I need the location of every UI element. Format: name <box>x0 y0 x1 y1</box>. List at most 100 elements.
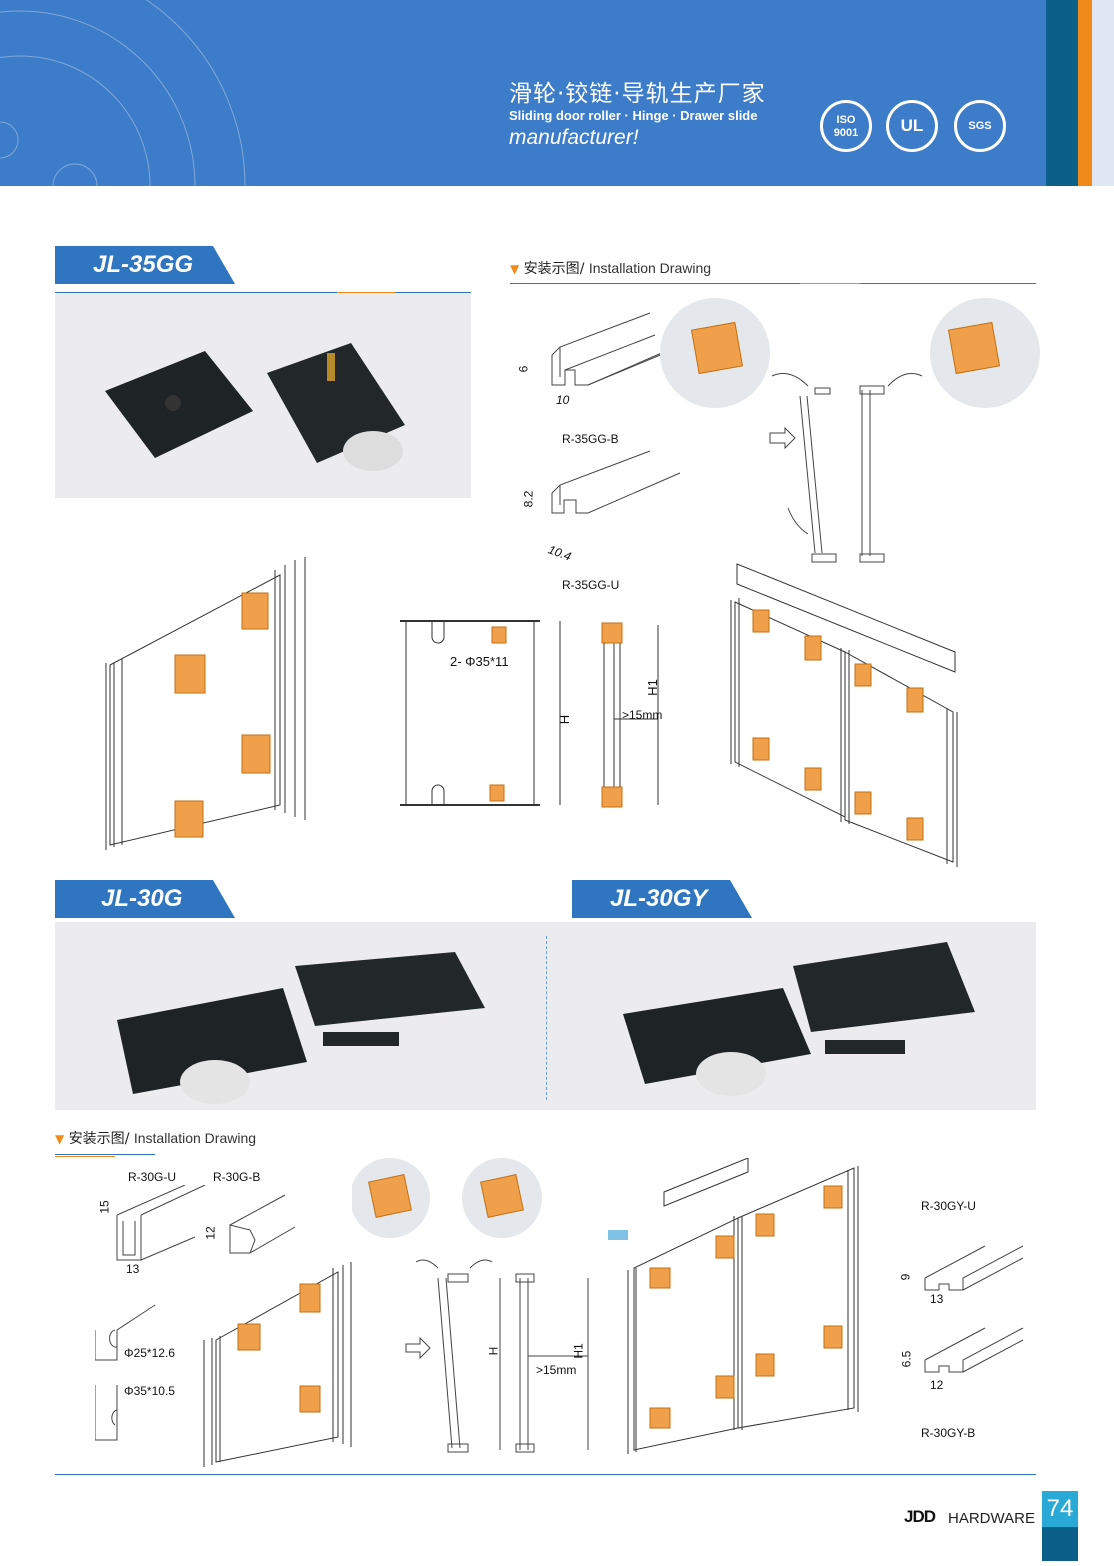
roller-plate-icon <box>715 1235 735 1259</box>
jl35gg-dimension-drawing <box>400 620 659 808</box>
rail-bottom-icon <box>551 450 681 514</box>
dim-rail-bottom-height: 8.2 <box>521 490 536 508</box>
roller-plate-icon <box>906 687 924 713</box>
photo-divider <box>546 936 547 1100</box>
header-title-en2: manufacturer! <box>509 126 639 149</box>
dim-h1-label-30g: H1 <box>571 1343 586 1359</box>
sgs-cert-badge: SGS <box>954 100 1006 152</box>
brand-suffix: HARDWARE <box>948 1510 1035 1527</box>
dim-h1-label: H1 <box>644 679 660 696</box>
jl30g-door-perspective <box>203 1262 352 1467</box>
installation-rule-2-accent <box>55 1156 115 1157</box>
product-photo-jl30g-jl30gy <box>55 922 1036 1110</box>
roller-plate-icon <box>174 654 206 694</box>
header-title-en: Sliding door roller · Hinge · Drawer sli… <box>509 108 758 123</box>
roller-plate-icon <box>299 1283 321 1313</box>
section-tab-jl30g: JL-30G <box>55 880 519 928</box>
model-title-jl30gy: JL-30GY <box>610 885 708 912</box>
dim-r30g-b-height: 12 <box>203 1226 218 1240</box>
roller-plates-illustration <box>117 942 975 1104</box>
rail-top-icon <box>551 312 681 386</box>
roller-plate-icon <box>715 1375 735 1399</box>
dim-rail-top-width: 10 <box>556 393 570 407</box>
header-stripe-orange <box>1078 0 1092 186</box>
installation-rule-1 <box>510 283 1036 284</box>
curved-arrow-icon <box>787 507 809 535</box>
section-tab-jl30gy: JL-30GY <box>572 880 1036 928</box>
jl30g-install-sequence <box>352 1158 589 1453</box>
curved-arrow-icon <box>469 1259 493 1269</box>
rail-label-r30g-b: R-30G-B <box>213 1170 261 1184</box>
brand-logo: JDD <box>904 1507 936 1526</box>
header-circle-decor <box>0 0 246 186</box>
right-arrow-icon <box>769 426 796 450</box>
jl30g-rail-drawings <box>95 1185 296 1441</box>
rail-label-r30gy-u: R-30GY-U <box>921 1199 976 1213</box>
rail-label-r30g-u: R-30G-U <box>128 1170 177 1184</box>
hole-spec-top-label: Φ25*12.6 <box>124 1346 175 1360</box>
rail-label-r35gg-b: R-35GG-B <box>562 432 619 446</box>
dim-h-label-30g: H <box>486 1346 501 1356</box>
jl35gg-install-sequence <box>660 298 1040 563</box>
roller-plate-icon <box>755 1213 775 1237</box>
rail-label-r35gg-u: R-35GG-U <box>562 578 620 592</box>
roller-plate-icon <box>241 734 271 774</box>
roller-plate-icon <box>854 663 872 687</box>
jl30gy-rail-drawings <box>924 1245 1024 1373</box>
page-header: 滑轮·铰链·导轨生产厂家 Sliding door roller · Hinge… <box>0 0 1114 186</box>
installation-rule-2 <box>55 1154 155 1155</box>
roller-plate-icon <box>237 1323 261 1351</box>
jl30gy-double-door <box>608 1158 859 1454</box>
roller-plate-icon <box>906 817 924 841</box>
curved-arrow-icon <box>771 373 809 387</box>
ul-cert-badge: UL <box>886 100 938 152</box>
page-number: 74 <box>1042 1491 1078 1527</box>
jl35gg-rail-drawings <box>551 312 681 514</box>
roller-plate-icon <box>823 1325 843 1349</box>
jl35gg-door-perspective <box>105 557 306 850</box>
dim-r30g-u-height: 15 <box>97 1200 112 1214</box>
roller-plate-icon <box>299 1385 321 1413</box>
header-title-zh: 滑轮·铰链·导轨生产厂家 <box>509 81 766 107</box>
installation-rule-1-accent <box>800 283 860 284</box>
dim-r30g-u-width: 13 <box>126 1262 140 1276</box>
roller-plate-icon <box>752 737 770 761</box>
header-stripe-dark <box>1046 0 1078 186</box>
product-photo-jl35gg <box>55 293 471 498</box>
roller-plate-icon <box>804 767 822 791</box>
roller-plate-icon <box>752 609 770 633</box>
hole-spec-label: 2- Φ35*11 <box>450 654 509 669</box>
roller-plate-illustration <box>105 343 405 471</box>
roller-plate-icon <box>649 1407 671 1429</box>
triangle-icon: ▼ <box>510 262 520 276</box>
dim-r30gy-u-height: 9 <box>898 1273 913 1281</box>
triangle-icon: ▼ <box>55 1132 65 1146</box>
jl35gg-double-door <box>730 563 958 867</box>
roller-plate-icon <box>174 800 204 838</box>
roller-plate-icon <box>755 1353 775 1377</box>
curved-arrow-icon <box>887 373 923 387</box>
dim-r30gy-b-width: 12 <box>930 1378 944 1392</box>
dim-r30gy-b-height: 6.5 <box>899 1350 914 1368</box>
curved-arrow-icon <box>415 1259 439 1269</box>
tool-icon <box>608 1230 628 1240</box>
roller-plate-icon <box>241 592 269 630</box>
installation-heading-2: ▼ 安装示图/ Installation Drawing <box>55 1130 257 1147</box>
roller-plate-icon <box>804 635 822 661</box>
gap-label: >15mm <box>622 708 663 722</box>
roller-plate-icon <box>823 1185 843 1209</box>
iso-cert-badge: ISO 9001 <box>820 100 872 152</box>
right-arrow-icon <box>405 1336 431 1360</box>
dim-h-label: H <box>557 714 573 725</box>
section-tab-jl35gg: JL-35GG <box>55 246 471 294</box>
gap-label-30g: >15mm <box>536 1363 577 1377</box>
roller-plate-icon <box>649 1267 671 1289</box>
model-title-jl30g: JL-30G <box>101 885 183 912</box>
roller-plate-icon <box>854 791 872 815</box>
model-title-jl35gg: JL-35GG <box>93 251 194 278</box>
dim-rail-top-height: 6 <box>516 365 531 373</box>
dim-r30gy-u-width: 13 <box>930 1292 944 1306</box>
footer-rule <box>55 1474 1036 1475</box>
header-stripe-light <box>1092 0 1114 186</box>
installation-heading-1: ▼ 安装示图/ Installation Drawing <box>510 260 712 277</box>
